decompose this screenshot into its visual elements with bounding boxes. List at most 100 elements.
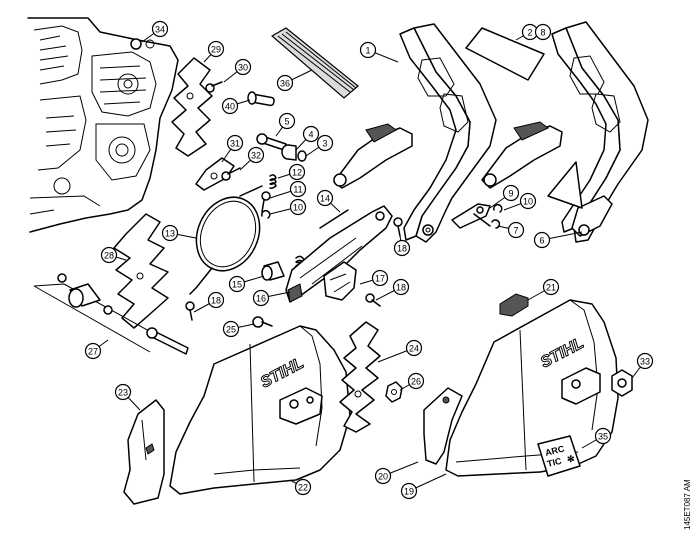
callout-circle [542, 278, 560, 296]
callout-35: 35 [581, 427, 612, 449]
callout-circle [371, 269, 389, 287]
part-29-chain-catcher [171, 57, 213, 157]
callout-circle [222, 320, 240, 338]
callout-number: 7 [513, 226, 518, 236]
part-36-rubber-strip [270, 27, 359, 99]
part-19-sprocket-cover [445, 299, 619, 477]
callout-number: 13 [165, 229, 175, 239]
callout-32: 32 [239, 146, 265, 171]
part-1-front-hand-guard [333, 23, 497, 243]
callout-number: 6 [539, 236, 544, 246]
callout-circle [405, 339, 423, 357]
callout-circle [507, 221, 525, 239]
callout-number: 29 [211, 45, 221, 55]
part-40-pin [247, 91, 275, 107]
callout-22: 22 [289, 478, 312, 496]
part-3-washer [297, 150, 307, 162]
callout-4: 4 [295, 125, 320, 151]
callout-18: 18 [375, 278, 410, 301]
part-22-sprocket-cover [169, 325, 351, 495]
callout-circle [207, 40, 225, 58]
callout-33: 33 [631, 352, 654, 379]
callout-6: 6 [533, 231, 583, 249]
callout-circle [294, 478, 312, 496]
part-34-bolt [130, 38, 142, 50]
callout-21: 21 [527, 278, 560, 301]
part-15-sleeve [261, 261, 285, 281]
callout-number: 24 [409, 344, 419, 354]
callout-number: 32 [251, 151, 261, 161]
callout-1: 1 [359, 41, 399, 63]
callout-40: 40 [221, 97, 251, 115]
part-30-screw [205, 81, 223, 93]
callout-13: 13 [161, 224, 197, 242]
callout-16: 16 [252, 289, 291, 307]
callout-circle [207, 291, 225, 309]
callout-18: 18 [393, 235, 411, 257]
callout-2: 2 [515, 23, 539, 41]
callout-number: 1 [365, 46, 370, 56]
callout-circle [359, 41, 377, 59]
callout-number: 10 [523, 197, 533, 207]
callout-10: 10 [503, 192, 537, 211]
callout-number: 17 [375, 274, 385, 284]
callout-17: 17 [359, 269, 389, 287]
callout-circle [84, 342, 102, 360]
part-8-plate [465, 27, 545, 81]
callout-number: 8 [540, 28, 545, 38]
part-2-front-hand-guard-alt [481, 21, 649, 243]
callout-number: 3 [322, 139, 327, 149]
part-27-tensioner-set [33, 273, 189, 355]
callout-26: 26 [399, 372, 425, 391]
callout-number: 10 [293, 203, 303, 213]
callout-14: 14 [316, 189, 341, 213]
callout-circle [407, 372, 425, 390]
callout-number: 18 [396, 283, 406, 293]
callout-circle [247, 146, 265, 164]
callout-number: 27 [88, 347, 98, 357]
callout-number: 20 [378, 472, 388, 482]
decal-text-line1: ARC [544, 443, 566, 458]
callout-number: 30 [238, 63, 248, 73]
callout-10: 10 [269, 198, 307, 216]
callout-circle [288, 163, 306, 181]
part-13-brake-band [189, 185, 263, 295]
callout-number: 40 [225, 102, 235, 112]
callout-25: 25 [222, 320, 255, 338]
part-4-bushing [281, 144, 297, 161]
callout-circle [252, 289, 270, 307]
callout-circle [400, 482, 418, 500]
drawing-code: 145ET087 AM [683, 479, 692, 530]
callout-number: 36 [280, 79, 290, 89]
part-9-link [451, 203, 491, 229]
part-32-screw [221, 167, 241, 181]
part-plate-triangle [547, 161, 583, 209]
callout-18: 18 [193, 291, 225, 313]
callout-number: 18 [397, 244, 407, 254]
callout-number: 35 [598, 432, 608, 442]
callout-circle [221, 97, 239, 115]
callout-9: 9 [489, 184, 520, 209]
callout-number: 22 [298, 483, 308, 493]
callout-27: 27 [84, 339, 109, 360]
callout-number: 15 [232, 280, 242, 290]
callout-circle [278, 112, 296, 130]
callout-number: 19 [404, 487, 414, 497]
callout-circle [392, 278, 410, 296]
callout-circle [234, 58, 252, 76]
callout-circle [316, 134, 334, 152]
callout-number: 23 [118, 388, 128, 398]
part-26-nut [385, 381, 403, 403]
callout-number: 12 [292, 168, 302, 178]
part-11-screw [261, 191, 271, 213]
part-35-arctic-decal: ARC TIC ✻ [537, 435, 581, 477]
callout-number: 9 [508, 189, 513, 199]
callout-24: 24 [377, 339, 423, 363]
callout-circle [228, 275, 246, 293]
callout-number: 5 [284, 117, 289, 127]
callout-number: 31 [230, 139, 240, 149]
callout-12: 12 [277, 163, 306, 181]
callout-31: 31 [221, 134, 244, 163]
callout-circle [636, 352, 654, 370]
